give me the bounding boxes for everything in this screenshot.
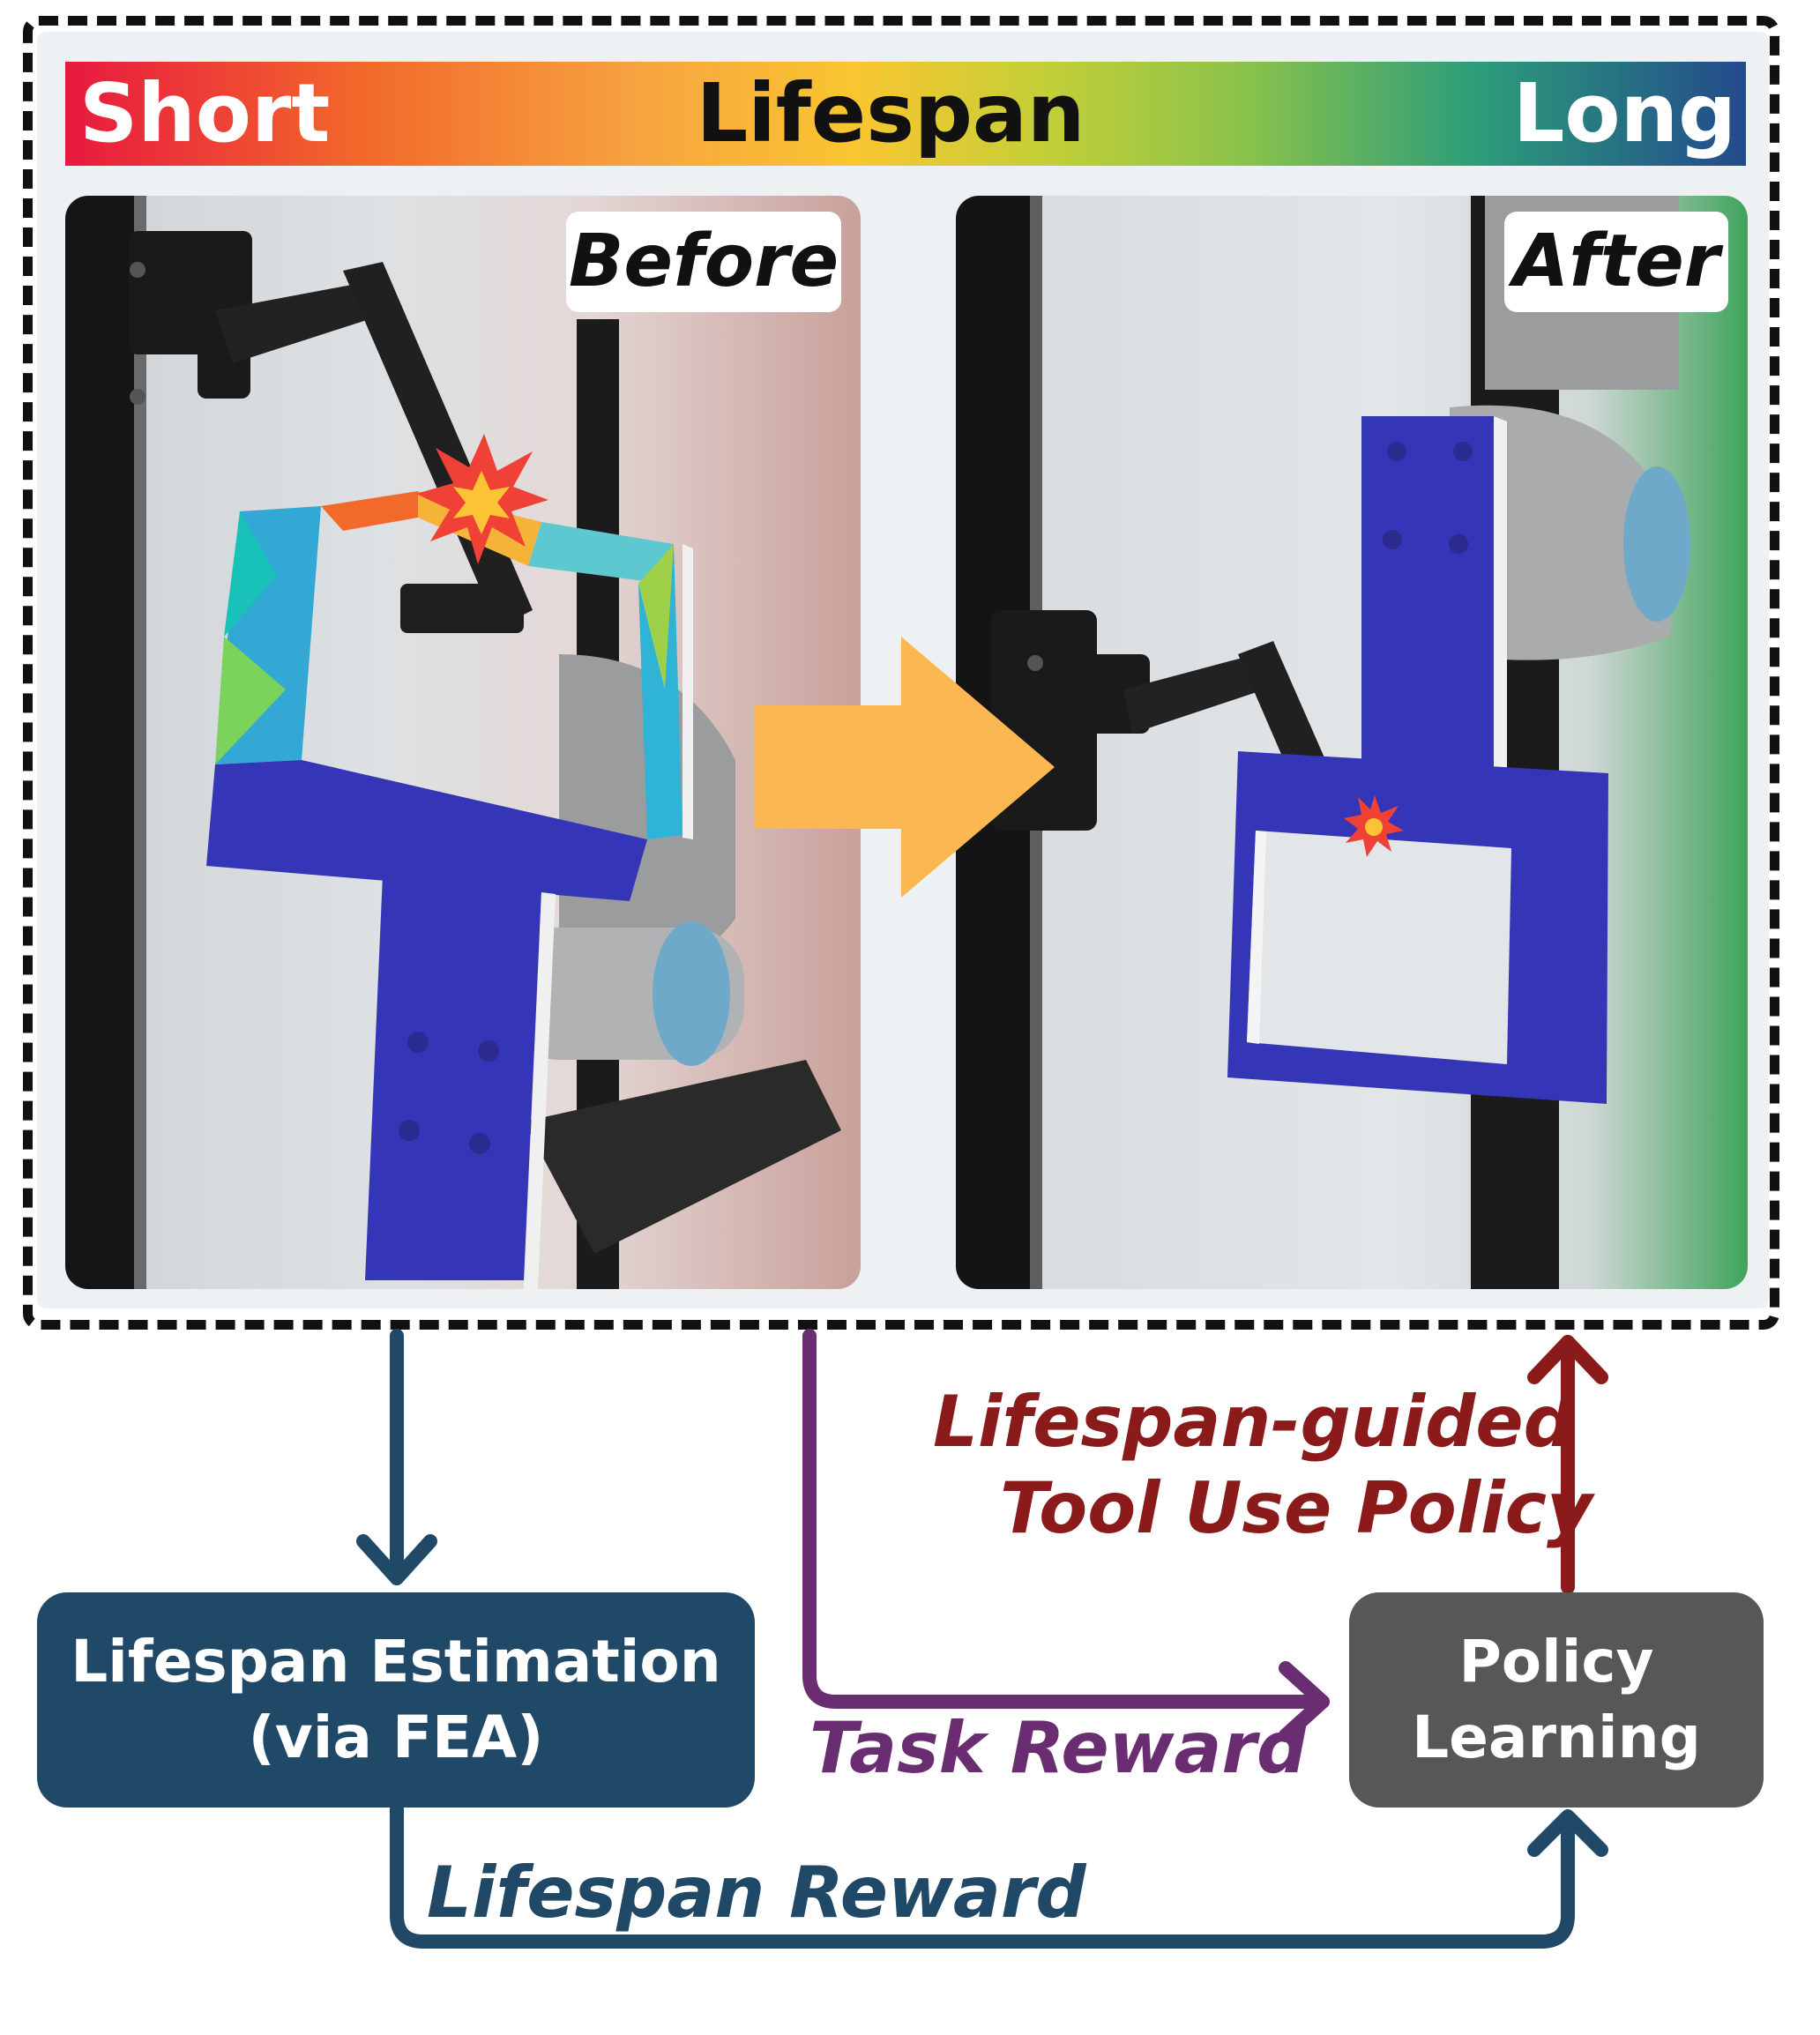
tool-hole xyxy=(407,1032,429,1053)
tool-hole xyxy=(1453,442,1473,461)
stress-region xyxy=(638,544,674,690)
tool-edge xyxy=(682,544,693,839)
screw xyxy=(130,262,145,278)
lifespan-color-scale xyxy=(65,62,1746,166)
tool-hole xyxy=(1383,530,1402,549)
node-label-line: (via FEA) xyxy=(248,1703,544,1771)
robot-arm-ring xyxy=(653,921,730,1066)
tool-stem xyxy=(1361,416,1494,769)
stress-region xyxy=(224,511,277,637)
robot-base xyxy=(524,1060,841,1254)
tool-edge xyxy=(1494,416,1507,769)
after-label: After xyxy=(1504,212,1728,312)
scale-label-long: Long xyxy=(1512,66,1736,160)
handle-grip xyxy=(400,584,524,633)
lifespan-reward-label: Lifespan Reward xyxy=(427,1852,1086,1934)
tool-edge xyxy=(524,892,556,1289)
handle-shaft xyxy=(215,284,369,363)
node-label-line: Policy xyxy=(1458,1628,1654,1696)
screw xyxy=(130,389,145,405)
arrow-task-reward xyxy=(802,1329,1330,1709)
impact-star-core xyxy=(1365,818,1383,836)
policy-output-label-line1: Lifespan-guided xyxy=(933,1381,1574,1463)
tool-stem xyxy=(365,875,541,1280)
tool-hole xyxy=(1387,442,1406,461)
tool-hole xyxy=(469,1133,490,1154)
lifespan-estimation-node: Lifespan Estimation (via FEA) xyxy=(37,1592,755,1808)
before-photo xyxy=(65,196,861,1289)
arrowhead-up xyxy=(1527,1809,1608,1857)
policy-learning-node: Policy Learning xyxy=(1349,1592,1764,1808)
tool-opening xyxy=(1247,831,1511,1064)
before-scene xyxy=(65,196,841,1289)
stress-region xyxy=(528,522,674,584)
tool-hole xyxy=(399,1120,420,1141)
transition-arrow xyxy=(755,637,1055,898)
tool-inner-edge xyxy=(1247,831,1266,1044)
before-label: Before xyxy=(566,212,841,312)
tool-hole xyxy=(478,1040,499,1062)
robot-arm-ring xyxy=(1623,466,1690,622)
arrowhead-right xyxy=(1279,1661,1330,1742)
tool-body xyxy=(206,760,647,901)
after-photo xyxy=(956,196,1748,1289)
node-label-line: Lifespan Estimation xyxy=(71,1628,721,1696)
arrowhead-down xyxy=(356,1534,437,1585)
stress-region xyxy=(215,637,286,764)
tool-hole xyxy=(1449,534,1468,554)
task-reward-label: Task Reward xyxy=(809,1707,1308,1789)
scale-label-lifespan: Lifespan xyxy=(696,66,1085,160)
node-label-line: Learning xyxy=(1412,1703,1701,1771)
stress-region xyxy=(321,491,418,531)
after-scene xyxy=(956,196,1690,1289)
screw xyxy=(1027,655,1043,671)
mount-column xyxy=(65,196,134,1289)
mount-column-edge xyxy=(134,196,146,1289)
policy-output-label-line2: Tool Use Policy xyxy=(1000,1467,1593,1549)
arrow-lifespan-reward xyxy=(390,1802,1575,1949)
impact-star-core xyxy=(453,471,510,534)
scale-label-short: Short xyxy=(79,66,331,160)
handle-shaft xyxy=(1123,654,1264,734)
arrowhead-up xyxy=(1527,1335,1608,1384)
